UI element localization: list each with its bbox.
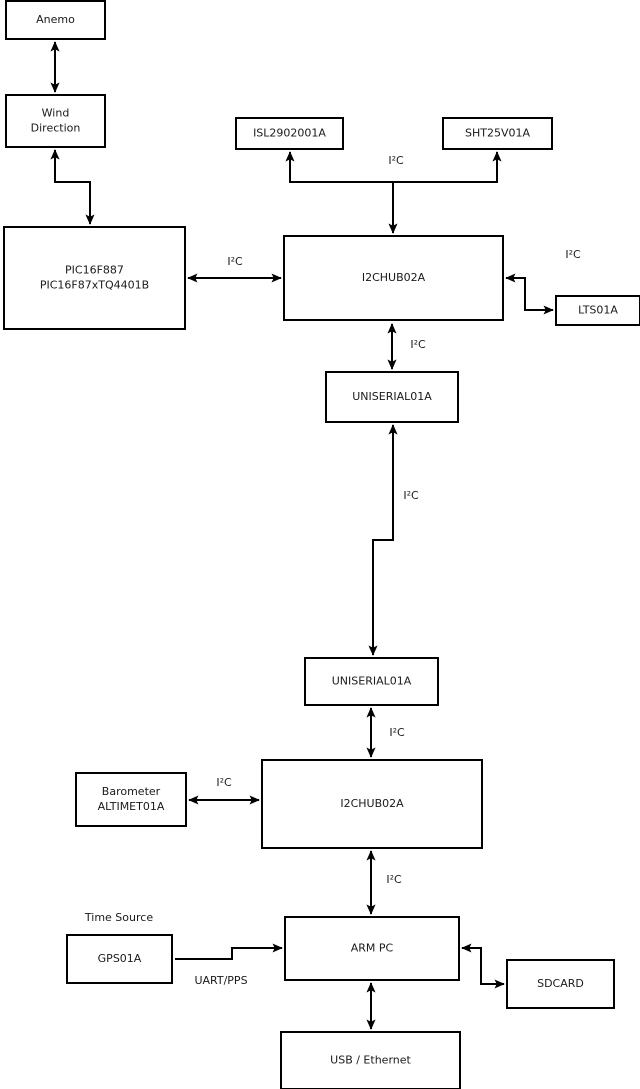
node-gps[interactable]: GPS01A <box>66 934 173 984</box>
edge-label-uniserial-hub-bot: I²C <box>389 726 405 739</box>
edge-uniserial-hub-bot: I²C <box>366 707 405 758</box>
node-label-hub-top: I2CHUB02A <box>362 271 426 284</box>
edge-path-uniserial-link-up <box>373 424 398 541</box>
edge-label-hub-lts-in: I²C <box>565 248 581 261</box>
node-label-hub-bot: I2CHUB02A <box>340 797 404 810</box>
node-box-armpc[interactable] <box>284 916 460 981</box>
node-lts[interactable]: LTS01A <box>555 295 640 326</box>
edge-layer: I²C I²C I²C I²C I²C I²C I²C I²C UART/PPS <box>50 41 581 1030</box>
edge-path-hub-lts-out <box>524 278 554 315</box>
edge-hub-sht <box>393 151 502 183</box>
edge-path-hub-isl-sht <box>285 151 398 234</box>
edge-label-hub-armpc: I²C <box>386 873 402 886</box>
edge-hub-armpc: I²C <box>366 850 402 915</box>
node-hub-bot[interactable]: I2CHUB02A <box>261 759 483 849</box>
node-label-isl: ISL2902001A <box>253 127 326 140</box>
node-box-barometer[interactable] <box>75 772 187 827</box>
edge-label-gps-armpc: UART/PPS <box>194 974 247 987</box>
node-box-lts[interactable] <box>555 295 640 326</box>
node-label-uniserial-bot: UNISERIAL01A <box>332 675 412 688</box>
node-box-uniserial-bot[interactable] <box>304 657 439 706</box>
node-box-isl[interactable] <box>235 117 344 150</box>
node-box-uniserial-top[interactable] <box>325 371 459 423</box>
node-anemo[interactable]: Anemo <box>5 0 106 40</box>
edge-path-hub-lts-in <box>505 273 553 311</box>
node-box-gps[interactable] <box>66 934 173 984</box>
node-label-armpc: ARM PC <box>351 942 394 955</box>
edge-path-uniserial-link-dn <box>368 539 393 656</box>
node-uniserial-top[interactable]: UNISERIAL01A <box>325 371 459 423</box>
edge-gps-armpc: UART/PPS <box>175 943 283 987</box>
edge-wind-pic <box>50 149 95 225</box>
edge-hub-isl-sht: I²C <box>285 151 404 234</box>
node-uniserial-bot[interactable]: UNISERIAL01A <box>304 657 439 706</box>
node-box-hub-top[interactable] <box>283 235 504 321</box>
edge-armpc-sd-in <box>461 943 504 985</box>
node-usbeth[interactable]: USB / Ethernet <box>280 1031 461 1089</box>
edge-hub-lts-out <box>524 278 554 315</box>
edge-label-hub-uniserial-top: I²C <box>410 338 426 351</box>
node-label-sht: SHT25V01A <box>465 127 530 140</box>
annotation-layer: Time Source <box>84 911 153 924</box>
node-label-uniserial-top: UNISERIAL01A <box>352 390 432 403</box>
node-sht[interactable]: SHT25V01A <box>442 117 553 150</box>
node-box-wind[interactable] <box>5 94 106 148</box>
edge-label-uniserial-link-up: I²C <box>403 489 419 502</box>
edge-hub-uniserial-top: I²C <box>387 323 426 370</box>
node-label-usbeth: USB / Ethernet <box>330 1054 411 1067</box>
node-armpc[interactable]: ARM PC <box>284 916 460 981</box>
edge-path-wind-pic <box>50 149 95 225</box>
edge-label-barometer-hub: I²C <box>216 776 232 789</box>
node-box-sdcard[interactable] <box>506 959 615 1009</box>
node-label-gps: GPS01A <box>98 952 142 965</box>
edge-pic-hub: I²C <box>187 255 282 283</box>
node-box-sht[interactable] <box>442 117 553 150</box>
node-hub-top[interactable]: I2CHUB02A <box>283 235 504 321</box>
node-isl[interactable]: ISL2902001A <box>235 117 344 150</box>
edge-path-armpc-sd-out <box>480 948 505 989</box>
node-box-anemo[interactable] <box>5 0 106 40</box>
edge-path-gps-armpc <box>175 943 283 960</box>
node-label-lts: LTS01A <box>578 304 618 317</box>
node-box-usbeth[interactable] <box>280 1031 461 1089</box>
edge-uniserial-link-dn <box>368 539 393 656</box>
annotation-time-source: Time Source <box>84 911 153 924</box>
edge-armpc-sd-out <box>480 948 505 989</box>
edge-path-armpc-sd-in <box>461 943 504 985</box>
node-label-sdcard: SDCARD <box>537 977 584 990</box>
edge-label-hub-isl-sht: I²C <box>388 154 404 167</box>
edge-path-hub-sht <box>393 151 502 183</box>
edge-barometer-hub: I²C <box>188 776 260 805</box>
node-sdcard[interactable]: SDCARD <box>506 959 615 1009</box>
edge-label-pic-hub: I²C <box>227 255 243 268</box>
node-box-hub-bot[interactable] <box>261 759 483 849</box>
node-box-pic[interactable] <box>3 226 186 330</box>
node-label-anemo: Anemo <box>36 13 75 26</box>
edge-uniserial-link-up: I²C <box>373 424 419 541</box>
